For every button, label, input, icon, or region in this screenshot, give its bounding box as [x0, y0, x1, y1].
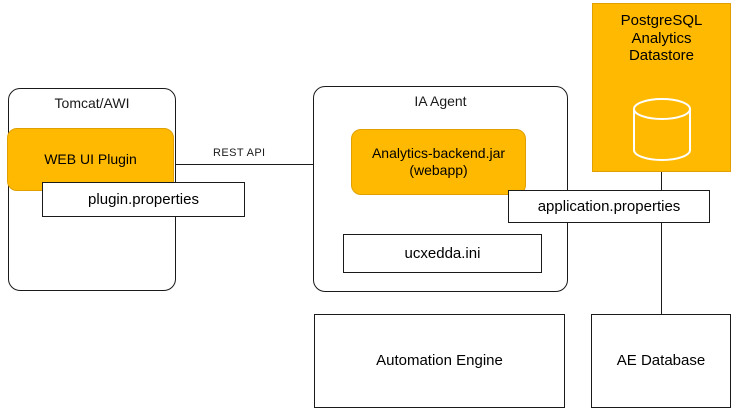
- analytics-backend-node[interactable]: Analytics-backend.jar (webapp): [351, 129, 526, 195]
- ia-agent-title: IA Agent: [414, 93, 467, 109]
- postgresql-analytics-datastore-node[interactable]: PostgreSQL Analytics Datastore: [592, 3, 731, 172]
- tomcat-awi-title: Tomcat/AWI: [54, 95, 130, 111]
- ucxedda-ini-node[interactable]: ucxedda.ini: [343, 234, 542, 273]
- connector-rest-api-line: [173, 164, 314, 165]
- application-properties-label: application.properties: [537, 197, 681, 215]
- plugin-properties-label: plugin.properties: [88, 190, 199, 208]
- automation-engine-node[interactable]: Automation Engine: [314, 314, 565, 408]
- web-ui-plugin-label: WEB UI Plugin: [44, 151, 137, 168]
- application-properties-node[interactable]: application.properties: [508, 190, 710, 223]
- connector-rest-api-label: REST API: [213, 147, 266, 159]
- automation-engine-label: Automation Engine: [376, 352, 503, 370]
- plugin-properties-node[interactable]: plugin.properties: [42, 182, 245, 217]
- ucxedda-ini-label: ucxedda.ini: [404, 244, 481, 262]
- postgresql-analytics-datastore-label: PostgreSQL Analytics Datastore: [620, 12, 703, 65]
- ae-database-node[interactable]: AE Database: [591, 314, 731, 408]
- ae-database-label: AE Database: [616, 352, 706, 370]
- web-ui-plugin-node[interactable]: WEB UI Plugin: [7, 128, 174, 191]
- analytics-backend-label: Analytics-backend.jar (webapp): [371, 145, 506, 178]
- connector-postgres-to-ae-database: [661, 172, 662, 315]
